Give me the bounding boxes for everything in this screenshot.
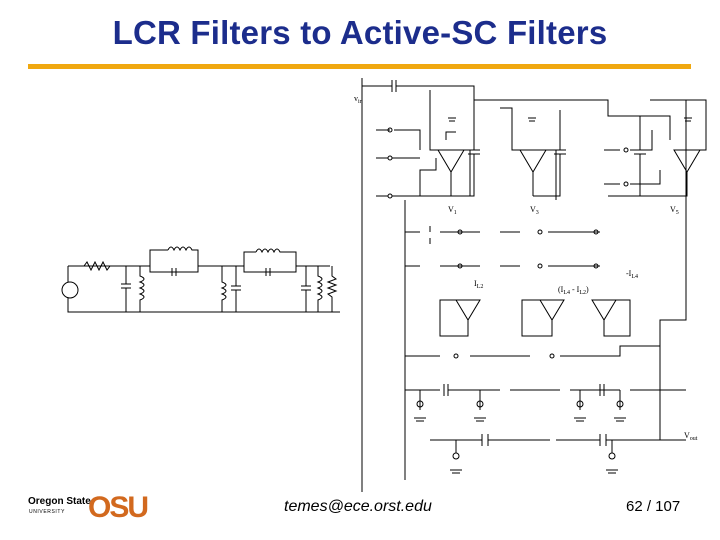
logo-text-university: UNIVERSITY <box>29 509 66 515</box>
slide-title: LCR Filters to Active-SC Filters <box>112 14 608 51</box>
title-underline <box>28 64 691 69</box>
label-vin: vin <box>354 94 363 105</box>
label-il2: IL2 <box>474 279 483 290</box>
sc-circuit-labels: vin V1 V3 V5 IL2 -IL4 (IL4 - IL2) Vout <box>354 94 698 442</box>
label-current-diff: (IL4 - IL2) <box>558 285 589 296</box>
oregon-state-logo: Oregon State UNIVERSITY OSU <box>28 491 149 527</box>
label-v1: V1 <box>448 205 457 216</box>
logo-mark-osu: OSU <box>88 491 149 524</box>
page-number: 62 / 107 <box>626 498 681 515</box>
label-il4: -IL4 <box>626 269 638 280</box>
footer-email: temes@ece.orst.edu <box>284 498 432 515</box>
label-v3: V3 <box>530 205 539 216</box>
label-v5: V5 <box>670 205 679 216</box>
logo-text-oregon-state: Oregon State <box>28 496 91 507</box>
lcr-ladder-diagram <box>61 246 340 313</box>
label-vout: Vout <box>684 431 698 442</box>
sc-filter-schematic <box>361 78 707 492</box>
